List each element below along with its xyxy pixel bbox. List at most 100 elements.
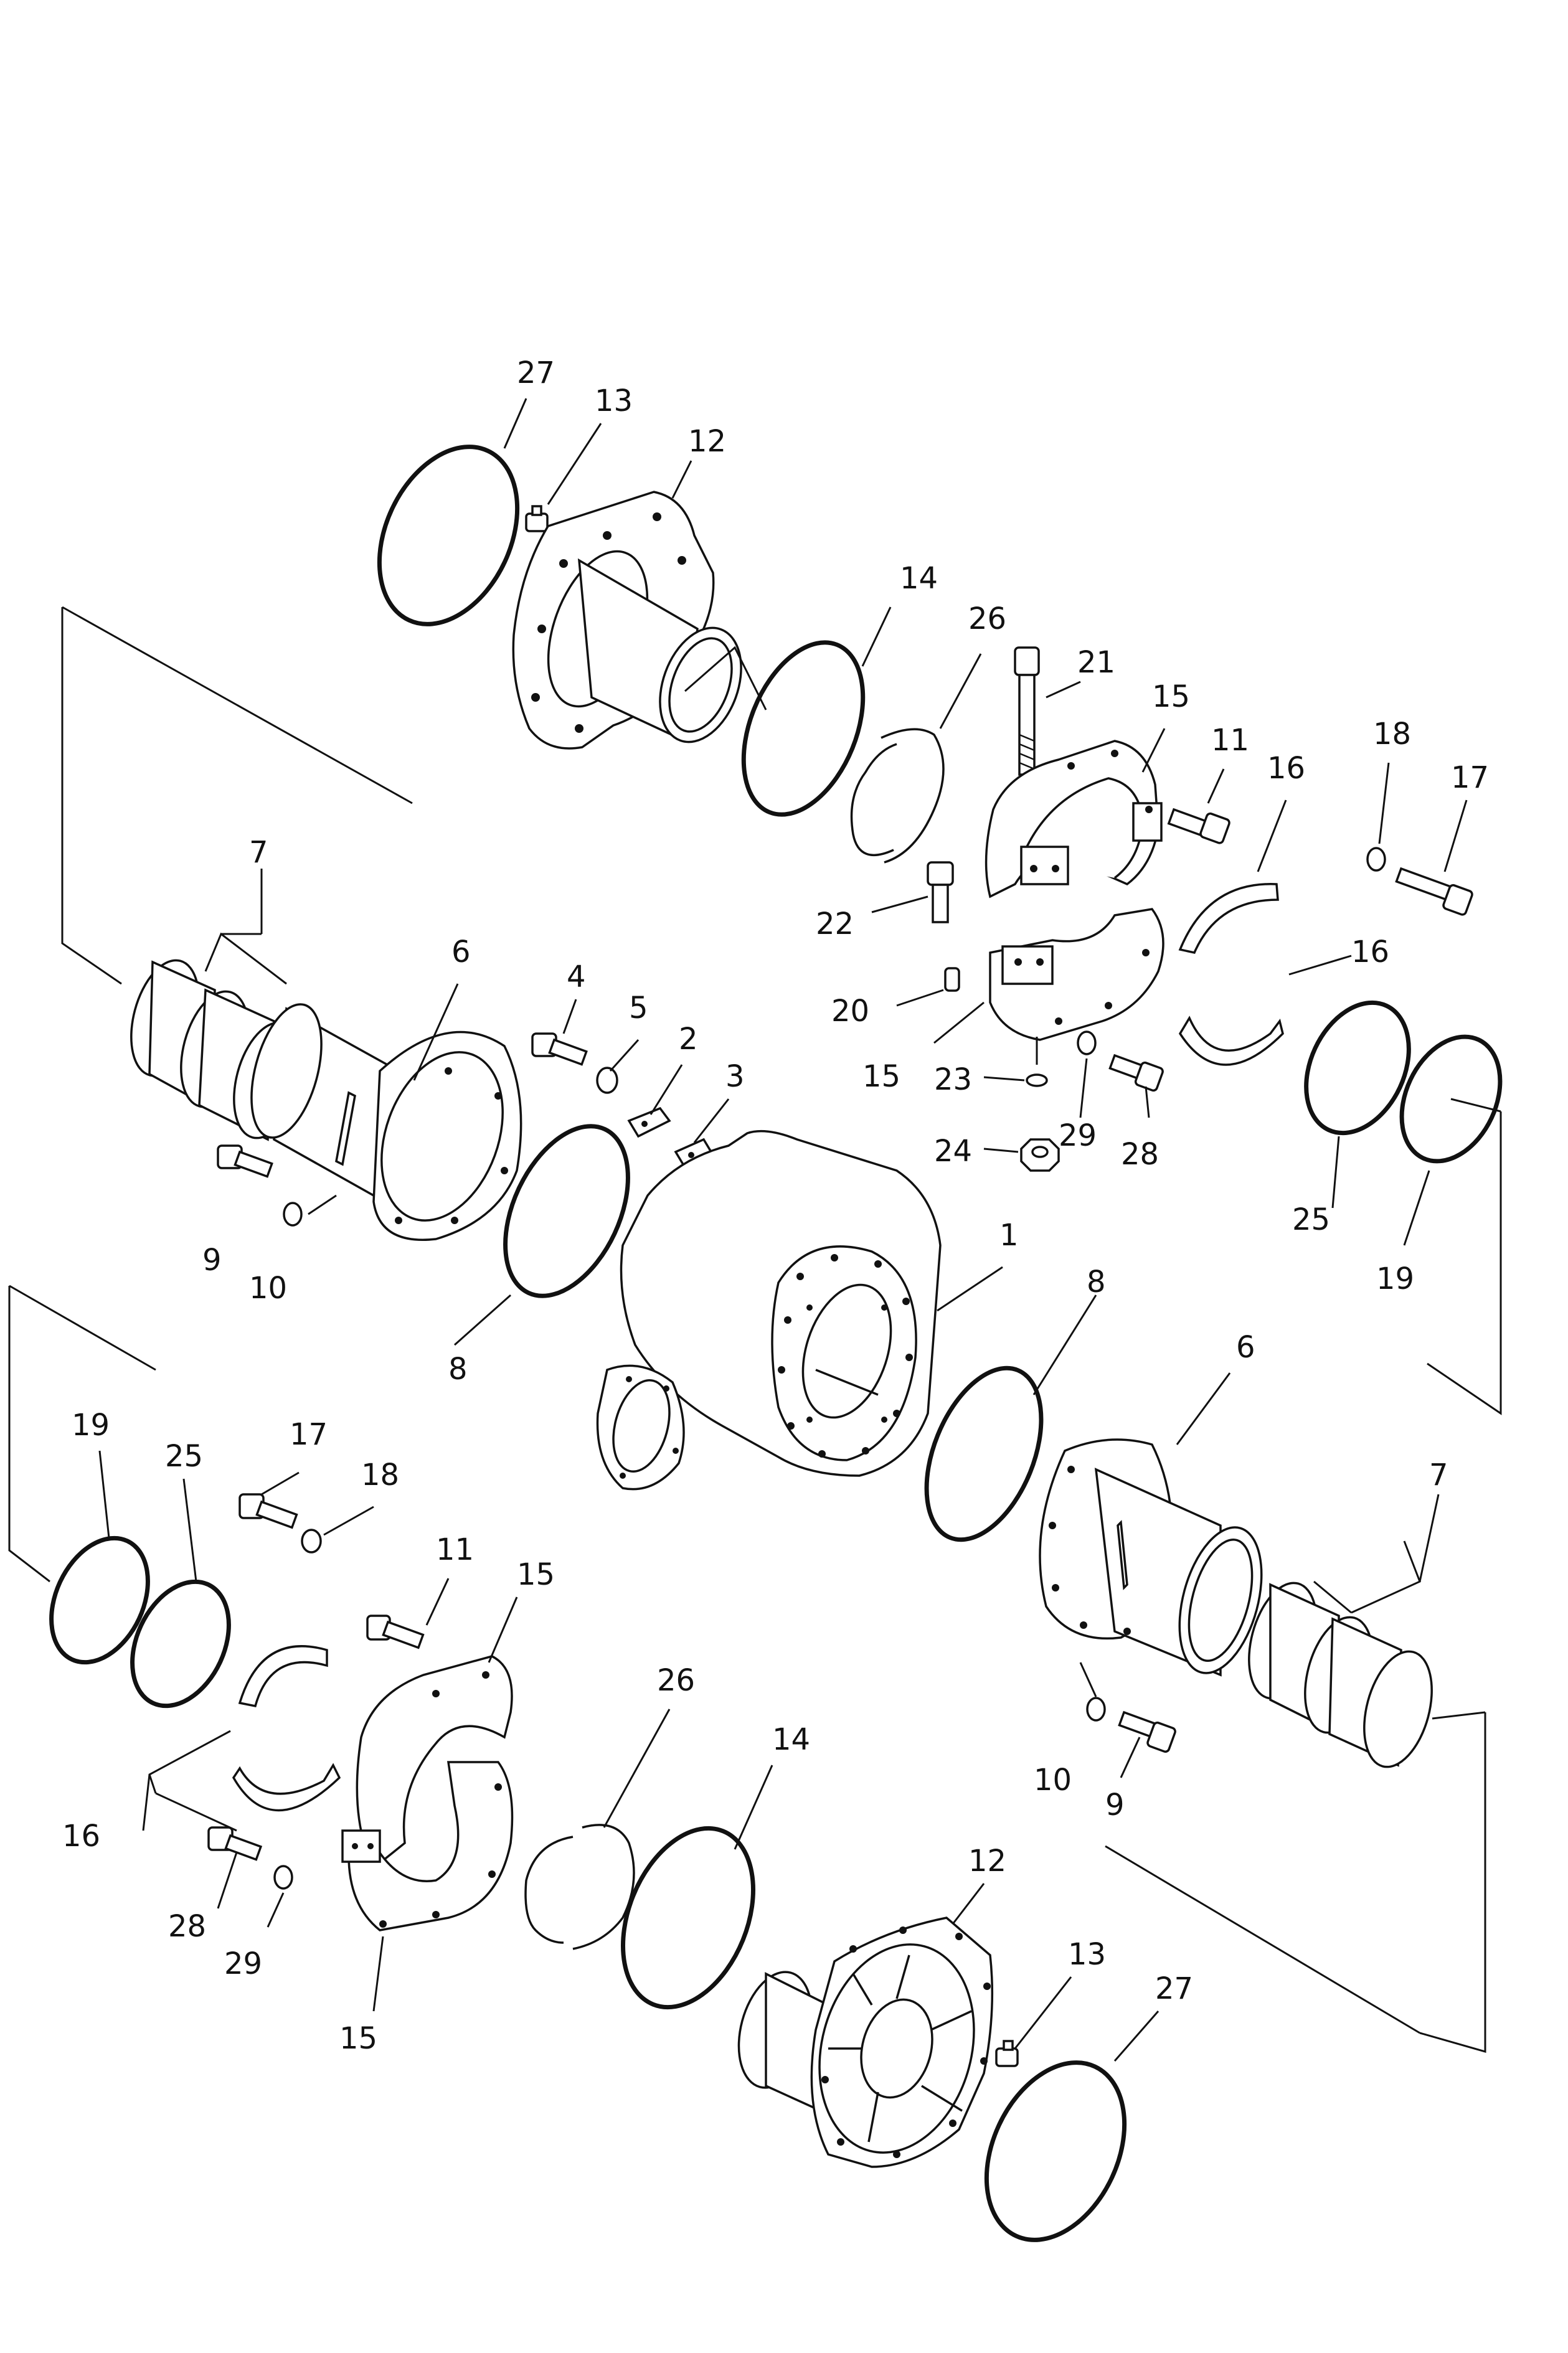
- bracket-15-top-lower: [989, 908, 1164, 1041]
- callout-11: 11: [1211, 723, 1249, 758]
- bolt-9-left: [217, 1144, 273, 1178]
- callout-25: 25: [165, 1439, 203, 1474]
- o-ring-14-bottom: [621, 1826, 755, 2010]
- washer-5: [596, 1067, 618, 1094]
- callout-4: 4: [567, 960, 586, 994]
- plug-13-bottom: [995, 2040, 1019, 2067]
- callout-16: 16: [1267, 751, 1305, 786]
- callout-18: 18: [1373, 717, 1411, 752]
- callout-6: 6: [1236, 1330, 1255, 1365]
- o-ring-19-right: [1399, 1034, 1503, 1164]
- washer-10-right: [1086, 1697, 1106, 1722]
- split-ring-26-bottom: [524, 1824, 635, 1950]
- bracket-15-top-upper: [985, 740, 1163, 898]
- half-ring-16-left-upper: [238, 1645, 328, 1708]
- half-ring-16-top-lower: [1178, 1016, 1284, 1066]
- o-ring-25-right: [1304, 1000, 1411, 1136]
- callout-14: 14: [900, 561, 938, 596]
- callout-7: 7: [1429, 1458, 1448, 1492]
- callout-1: 1: [999, 1218, 1019, 1253]
- half-ring-16-left-lower: [232, 1763, 341, 1812]
- callout-26: 26: [657, 1663, 695, 1698]
- callout-15: 15: [862, 1059, 900, 1094]
- callout-12: 12: [968, 1844, 1006, 1879]
- callout-28: 28: [1121, 1137, 1159, 1172]
- callout-9: 9: [1105, 1788, 1125, 1823]
- o-ring-8-right: [924, 1365, 1044, 1542]
- callout-2: 2: [679, 1022, 698, 1057]
- bolt-22: [927, 861, 954, 923]
- callout-20: 20: [831, 994, 869, 1029]
- bolt-21: [1014, 646, 1040, 776]
- callout-15: 15: [1152, 679, 1190, 714]
- callout-6: 6: [451, 935, 471, 969]
- callout-29: 29: [224, 1946, 262, 1981]
- washer-29-top: [1077, 1030, 1097, 1055]
- half-ring-16-top-upper: [1178, 883, 1279, 955]
- callout-16: 16: [62, 1819, 100, 1854]
- callout-3: 3: [725, 1059, 745, 1094]
- washer-23: [1026, 1073, 1048, 1087]
- nut-24: [1020, 1138, 1060, 1172]
- o-ring-25-left: [130, 1579, 231, 1709]
- callout-13: 13: [595, 384, 633, 418]
- sleeve-7-right: [1248, 1582, 1433, 1768]
- o-ring-27-top: [377, 445, 520, 626]
- callout-16: 16: [1351, 935, 1389, 969]
- split-ring-26-top: [850, 728, 945, 864]
- callout-18: 18: [361, 1458, 399, 1492]
- bolt-28-left: [207, 1826, 263, 1861]
- bolt-11-left: [366, 1615, 425, 1649]
- bolt-28-top: [1108, 1054, 1164, 1092]
- callout-labels: 27 13 12 14 26 21 15 11 16 18 17 22 16 2…: [62, 356, 1489, 2056]
- cover-12-top: [512, 491, 742, 750]
- hub-6-left: [250, 1003, 522, 1241]
- plate-2: [627, 1106, 671, 1138]
- group-bracket-lines: [8, 606, 1502, 2053]
- callout-29: 29: [1059, 1118, 1097, 1153]
- bolt-11-top: [1167, 808, 1230, 844]
- callout-22: 22: [816, 907, 854, 941]
- bolt-9-right: [1118, 1710, 1176, 1753]
- bolt-17-top: [1395, 867, 1473, 916]
- housing-1: [596, 1129, 942, 1491]
- callout-15: 15: [517, 1557, 555, 1592]
- callout-26: 26: [968, 601, 1006, 636]
- leader-lines: [98, 398, 1468, 2062]
- pin-20: [944, 967, 960, 992]
- callout-25: 25: [1292, 1202, 1330, 1237]
- o-ring-8-left: [503, 1124, 630, 1298]
- bolt-17-left: [239, 1493, 298, 1529]
- callout-23: 23: [934, 1062, 972, 1097]
- callout-13: 13: [1068, 1937, 1106, 1972]
- o-ring-27-bottom: [984, 2060, 1127, 2242]
- callout-21: 21: [1077, 645, 1115, 680]
- callout-10: 10: [1034, 1763, 1072, 1798]
- callout-8: 8: [448, 1352, 468, 1387]
- bracket-15-left: [341, 1655, 514, 1931]
- callout-10: 10: [249, 1271, 287, 1306]
- cover-12-bottom: [737, 1917, 994, 2168]
- washer-29-left: [273, 1865, 293, 1890]
- callout-9: 9: [202, 1243, 222, 1278]
- callout-24: 24: [934, 1134, 972, 1169]
- callout-15: 15: [339, 2021, 377, 2056]
- callout-5: 5: [629, 991, 648, 1026]
- o-ring-19-left: [49, 1535, 150, 1665]
- callout-27: 27: [517, 356, 555, 390]
- callout-27: 27: [1155, 1971, 1193, 2006]
- callout-14: 14: [772, 1722, 810, 1757]
- washer-18-top: [1366, 847, 1386, 872]
- callout-17: 17: [290, 1417, 328, 1452]
- callout-28: 28: [168, 1909, 206, 1944]
- callout-8: 8: [1087, 1265, 1106, 1299]
- callout-19: 19: [72, 1408, 110, 1443]
- washer-10-left: [283, 1202, 303, 1227]
- callout-12: 12: [688, 424, 726, 459]
- callout-17: 17: [1451, 760, 1489, 795]
- bolt-4: [531, 1032, 588, 1066]
- washer-18-left: [301, 1529, 322, 1554]
- hub-6-right: [1039, 1438, 1263, 1677]
- o-ring-14-top: [741, 640, 866, 817]
